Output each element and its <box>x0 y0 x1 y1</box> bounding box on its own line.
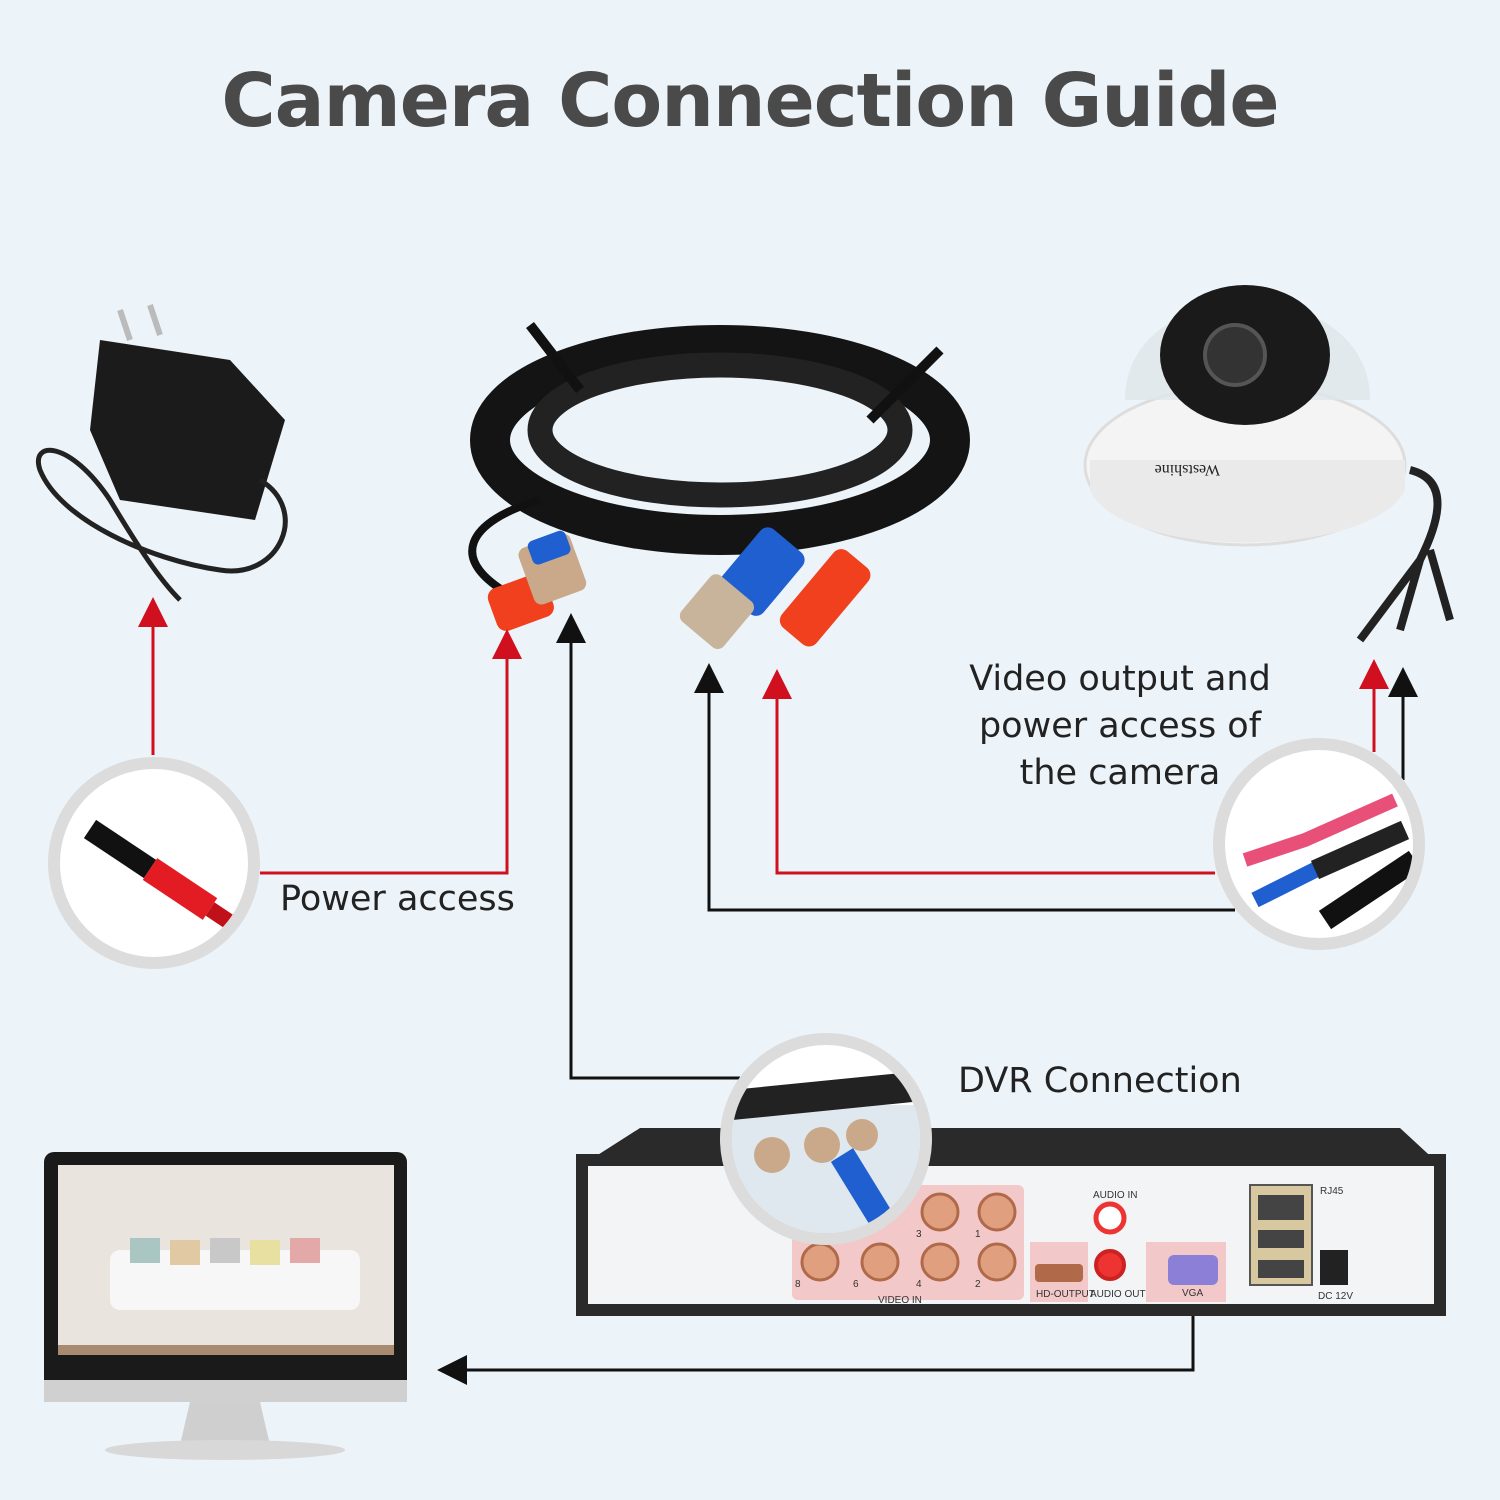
channel-label: 1 <box>975 1229 981 1240</box>
monitor-icon <box>44 1152 407 1460</box>
video-output-label-line: the camera <box>1019 753 1221 793</box>
port-label-video-in: VIDEO IN <box>878 1295 922 1306</box>
video-output-label-line: Video output and <box>969 659 1271 699</box>
video-output-label-line: power access of <box>978 706 1262 746</box>
port-label-audio-out: AUDIO OUT <box>1090 1289 1146 1300</box>
audio-out-port <box>1094 1249 1126 1281</box>
bnc-ports <box>800 1192 1017 1282</box>
video-output-label: Video output and power access of the cam… <box>950 656 1290 797</box>
port-label-vga: VGA <box>1182 1288 1203 1299</box>
bnc-cable-icon <box>468 321 970 649</box>
port-label-dc: DC 12V <box>1318 1291 1353 1302</box>
port-label-audio-in: AUDIO IN <box>1093 1190 1137 1201</box>
channel-label: 8 <box>795 1279 801 1290</box>
vga-port <box>1168 1255 1218 1285</box>
video-line-dvr <box>556 613 740 1080</box>
hdmi-port <box>1035 1264 1083 1282</box>
power-adapter-icon <box>36 304 288 602</box>
page-title: Camera Connection Guide <box>221 58 1279 144</box>
port-label-hd-output: HD-OUTPUT <box>1036 1289 1095 1300</box>
channel-label: 3 <box>916 1229 922 1240</box>
dvr-bnc-detail <box>720 1033 932 1245</box>
dc-power-port <box>1320 1250 1348 1285</box>
camera-brand-logo: Westshine <box>1155 461 1220 478</box>
rj45-port <box>1258 1195 1304 1220</box>
video-line-camera <box>694 663 1235 912</box>
dome-camera-icon: Westshine <box>1083 285 1454 643</box>
port-label-rj45: RJ45 <box>1320 1186 1344 1197</box>
channel-label: 6 <box>853 1279 859 1290</box>
usb-port <box>1258 1260 1304 1278</box>
dvr-icon: VIDEO IN 3 1 8 6 4 2 HD-OUTPUT AUDIO IN … <box>576 1128 1446 1316</box>
power-line-cable <box>260 629 522 875</box>
audio-in-port <box>1093 1201 1127 1235</box>
power-access-label: Power access <box>280 879 515 919</box>
vga-line-monitor <box>437 1310 1195 1385</box>
usb-port <box>1258 1230 1304 1248</box>
power-line-camera <box>762 669 1215 875</box>
channel-label: 4 <box>916 1279 922 1290</box>
channel-label: 2 <box>975 1279 981 1290</box>
power-connector-detail <box>48 757 260 969</box>
dvr-connection-label: DVR Connection <box>958 1061 1242 1101</box>
